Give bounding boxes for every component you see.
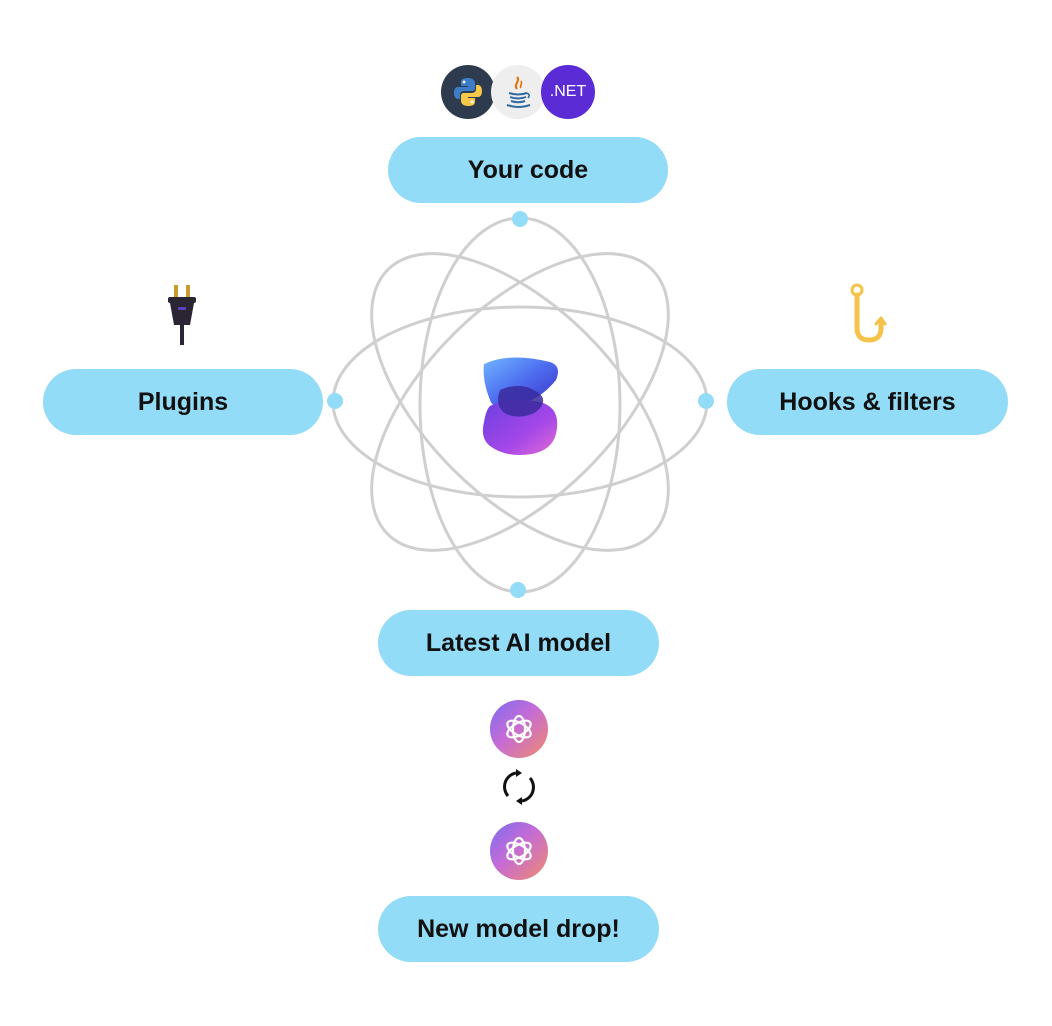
latest-ai-model-node: Latest AI model bbox=[378, 610, 659, 676]
hook-icon bbox=[850, 283, 887, 343]
refresh-icon bbox=[503, 769, 535, 805]
new-model-drop-node: New model drop! bbox=[378, 896, 659, 962]
java-icon bbox=[491, 65, 545, 119]
plug-icon bbox=[168, 285, 196, 345]
latest-ai-model-label: Latest AI model bbox=[425, 628, 612, 657]
plugins-label: Plugins bbox=[137, 387, 229, 416]
your-code-node: Your code bbox=[388, 137, 668, 203]
openai-icon bbox=[490, 822, 548, 880]
orbit-diagonal-b bbox=[370, 252, 670, 552]
plugins-node: Plugins bbox=[43, 369, 323, 435]
openai-icon bbox=[490, 700, 548, 758]
python-icon bbox=[441, 65, 495, 119]
new-model-drop-label: New model drop! bbox=[417, 914, 620, 943]
hooks-filters-label: Hooks & filters bbox=[779, 387, 956, 416]
dotnet-icon: .NET bbox=[541, 65, 595, 119]
orbit-diagonal-a bbox=[370, 252, 670, 552]
semantic-kernel-logo bbox=[482, 357, 558, 455]
connector-dot-bottom bbox=[510, 582, 526, 598]
connector-dot-top bbox=[512, 211, 528, 227]
dotnet-label: .NET bbox=[549, 83, 587, 100]
your-code-label: Your code bbox=[467, 155, 589, 184]
hooks-filters-node: Hooks & filters bbox=[727, 369, 1008, 435]
connector-dot-left bbox=[327, 393, 343, 409]
connector-dot-right bbox=[698, 393, 714, 409]
